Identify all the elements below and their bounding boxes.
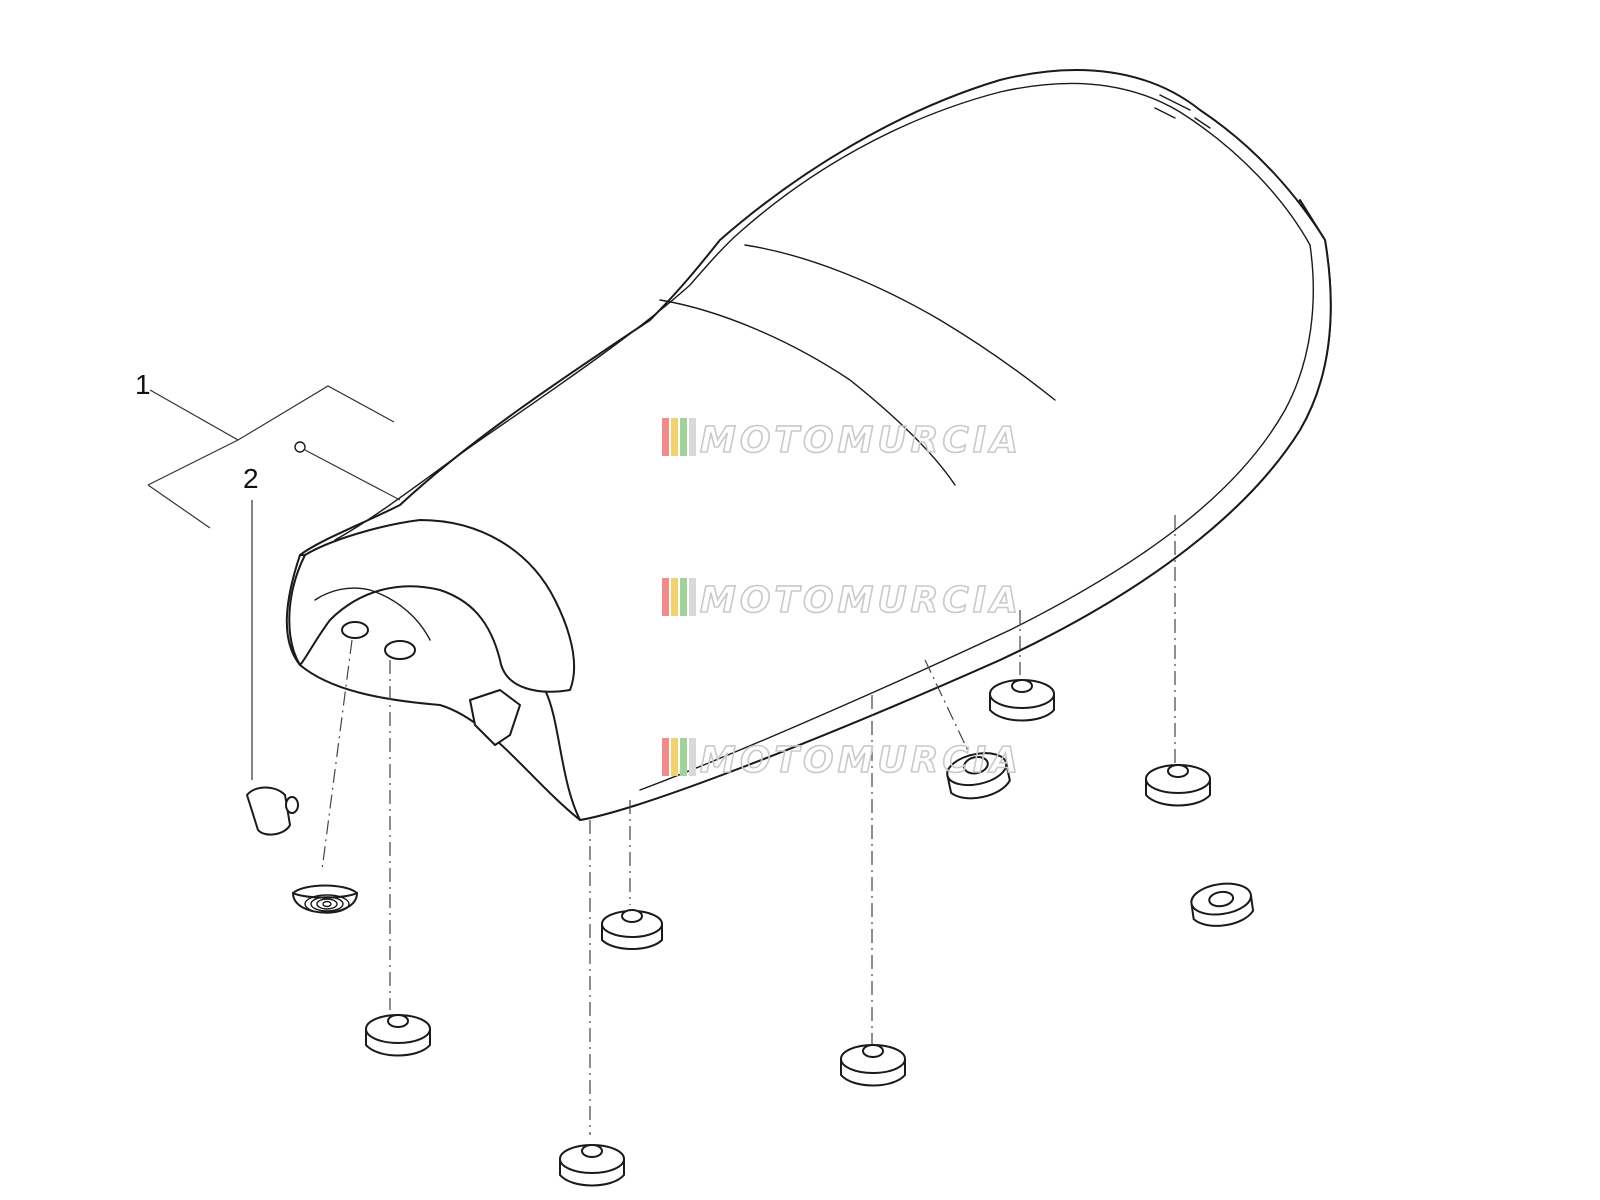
watermark-stripe <box>662 418 669 456</box>
grommet <box>946 752 1011 800</box>
ribbed-plug <box>292 884 358 914</box>
seat-bolt-front <box>341 621 369 639</box>
watermark-1: MOTOMURCIA <box>662 418 1022 462</box>
watermark-stripe <box>680 738 687 776</box>
rubber-buffer-cap <box>285 796 299 814</box>
watermark-2: MOTOMURCIA <box>662 578 1022 622</box>
watermark-3: MOTOMURCIA <box>662 738 1022 782</box>
callout-1-target-dot <box>294 441 306 453</box>
assembly-line <box>321 639 353 871</box>
watermark-stripe <box>689 578 696 616</box>
grommet-set <box>292 679 1255 1187</box>
seat-cowl-inner <box>314 587 431 641</box>
watermark-stripe <box>671 418 678 456</box>
seat-front-cowl <box>288 519 576 693</box>
seat-seam-rear <box>744 244 1056 401</box>
assembly-line <box>924 659 971 756</box>
grommet <box>840 1044 906 1087</box>
rubber-buffer-body <box>246 786 291 836</box>
watermark-text: MOTOMURCIA <box>700 580 1022 621</box>
seat-seam-front <box>659 299 956 486</box>
watermark-text: MOTOMURCIA <box>700 420 1022 461</box>
grommet <box>989 679 1055 722</box>
watermark-stripe <box>662 578 669 616</box>
assembly-lines <box>321 515 1176 1135</box>
callout-2-group: 2 <box>243 463 259 780</box>
watermark-stripe <box>680 418 687 456</box>
seat-rear-detail <box>1154 94 1211 129</box>
watermark-stripe <box>671 738 678 776</box>
watermark-stripe <box>662 738 669 776</box>
seat-piping-line <box>334 82 1311 541</box>
callout-2-label: 2 <box>243 463 259 494</box>
grommet <box>1190 882 1255 927</box>
watermark-stripe <box>689 738 696 776</box>
callout-1-leader <box>147 389 240 486</box>
watermark-stripe <box>680 578 687 616</box>
callout-1-label: 1 <box>135 369 151 400</box>
seat <box>285 69 1332 821</box>
callout-1-leader-lower <box>147 484 211 529</box>
rubber-buffer <box>246 786 299 836</box>
seat-piping-line-side <box>639 244 1314 791</box>
grommet <box>601 909 663 950</box>
callout-1-group: 1 <box>135 369 401 529</box>
seat-latch-tab <box>469 689 521 746</box>
grommet <box>559 1144 625 1187</box>
callout-1-pointer <box>304 449 401 501</box>
watermark-stripe <box>671 578 678 616</box>
seat-bolt-rear <box>384 640 416 660</box>
grommet <box>365 1014 431 1057</box>
callout-1-leader-upper <box>237 385 395 441</box>
grommet <box>1145 764 1211 807</box>
watermark-text: MOTOMURCIA <box>700 740 1022 781</box>
watermark-stripe <box>689 418 696 456</box>
